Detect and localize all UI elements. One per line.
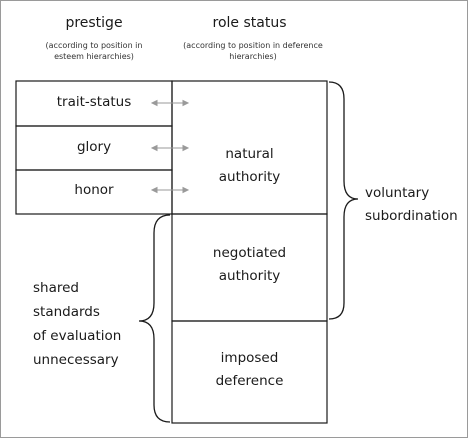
authority-line: authority [218, 268, 281, 284]
role-status-header: role status [212, 15, 287, 31]
authority-line: authority [218, 169, 281, 185]
standards-line: standards [33, 304, 100, 320]
double-arrow-icon [150, 186, 190, 194]
voluntary-subordination-label: voluntary subordination [365, 182, 458, 228]
honor-label: honor [74, 182, 114, 198]
natural-line: natural [225, 146, 274, 162]
shared-standards-label: shared standards of evaluation unnecessa… [33, 276, 121, 372]
subordination-line: subordination [365, 208, 458, 224]
prestige-note: (according to position in esteem hierarc… [45, 41, 143, 61]
unnecessary-line: unnecessary [33, 352, 119, 368]
evaluation-line: of evaluation [33, 328, 122, 344]
imposed-line: imposed [220, 350, 279, 366]
negotiated-line: negotiated [212, 245, 287, 261]
negotiated-authority-label: negotiated authority [172, 242, 327, 288]
natural-authority-label: natural authority [172, 143, 327, 189]
deference-line: deference [215, 373, 284, 389]
role-status-note: (according to position in deference hier… [183, 41, 323, 61]
prestige-header: prestige [65, 15, 123, 31]
double-arrow-icon [150, 99, 190, 107]
left-brace [138, 214, 171, 423]
right-brace [328, 81, 359, 320]
voluntary-line: voluntary [365, 185, 430, 201]
shared-line: shared [33, 280, 79, 296]
imposed-deference-label: imposed deference [172, 347, 327, 393]
double-arrow-icon [150, 144, 190, 152]
trait-status-label: trait-status [56, 94, 132, 110]
imposed-deference-box [171, 320, 328, 424]
glory-label: glory [76, 139, 112, 155]
